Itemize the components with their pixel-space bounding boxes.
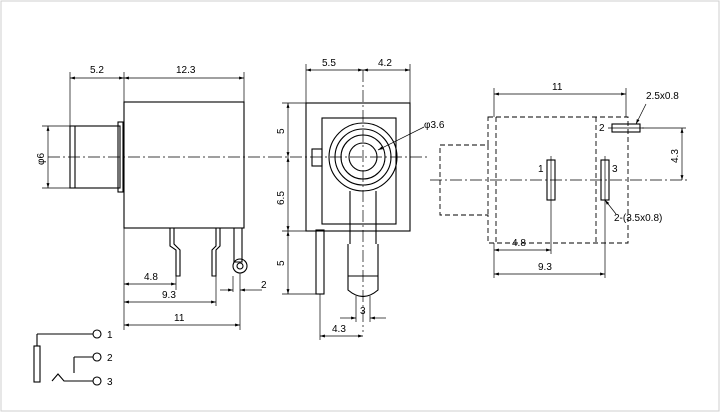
front-dim-4-3: 4.3 xyxy=(332,324,346,335)
side-dim-4-8: 4.8 xyxy=(144,272,158,283)
footprint-pin-2: 2 xyxy=(599,123,605,134)
side-pin-b xyxy=(211,228,221,277)
footprint-dim-4-8: 4.8 xyxy=(512,238,526,249)
side-dim-9-3: 9.3 xyxy=(162,290,176,301)
side-barrel xyxy=(69,125,121,189)
front-dim-4-2: 4.2 xyxy=(378,58,392,69)
front-body xyxy=(305,102,411,232)
footprint-dim-9-3: 9.3 xyxy=(538,262,552,273)
front-dim-5-5: 5.5 xyxy=(322,58,336,69)
footprint-view: 1 3 2 11 2.5x0.8 4.3 2-(3.5x0.8) 4.8 9.3 xyxy=(430,82,690,278)
footprint-dim-4-3: 4.3 xyxy=(670,149,681,163)
front-dim-v1: 5 xyxy=(276,128,287,134)
side-view: 5.2 12.3 φ6 4.8 2 9.3 11 xyxy=(36,65,270,330)
footprint-pin-1: 1 xyxy=(538,164,544,175)
schematic-sleeve xyxy=(33,345,41,383)
footprint-dim-slot: 2.5x0.8 xyxy=(646,91,679,102)
side-dim-diameter: φ6 xyxy=(36,153,47,165)
front-dim-3: 3 xyxy=(360,306,366,317)
side-body xyxy=(123,101,245,229)
side-pin-c xyxy=(233,228,243,263)
schematic-terminal-2 xyxy=(92,352,102,362)
schematic-pin-1: 1 xyxy=(107,330,113,341)
front-dim-v2: 6.5 xyxy=(276,191,287,205)
front-dim-hole: φ3.6 xyxy=(424,120,445,131)
schematic-pin-3: 3 xyxy=(107,377,113,388)
pin-schematic: 1 2 3 xyxy=(33,329,113,388)
front-pin-bottom xyxy=(347,244,379,298)
front-inner xyxy=(321,117,397,225)
front-hole xyxy=(348,142,378,172)
front-dim-v3: 5 xyxy=(276,260,287,266)
front-view: 5.5 4.2 φ3.6 5 6.5 5 3 4.3 xyxy=(270,58,445,340)
front-socket-outer xyxy=(328,122,398,192)
schematic-pin-2: 2 xyxy=(107,353,113,364)
footprint-pin-3: 3 xyxy=(612,164,618,175)
footprint-dim-slots: 2-(3.5x0.8) xyxy=(614,213,662,224)
schematic-terminal-1 xyxy=(92,329,102,339)
footprint-outline xyxy=(439,116,629,244)
side-dim-5-2: 5.2 xyxy=(90,65,104,76)
side-pin-ring xyxy=(232,258,248,274)
side-dim-11: 11 xyxy=(174,313,185,324)
side-pin-a xyxy=(169,228,181,277)
front-pin-left xyxy=(315,229,325,295)
side-dim-12-3: 12.3 xyxy=(176,65,196,76)
footprint-dim-11: 11 xyxy=(552,82,563,93)
schematic-terminal-3 xyxy=(92,376,102,386)
side-dim-2: 2 xyxy=(261,280,267,291)
